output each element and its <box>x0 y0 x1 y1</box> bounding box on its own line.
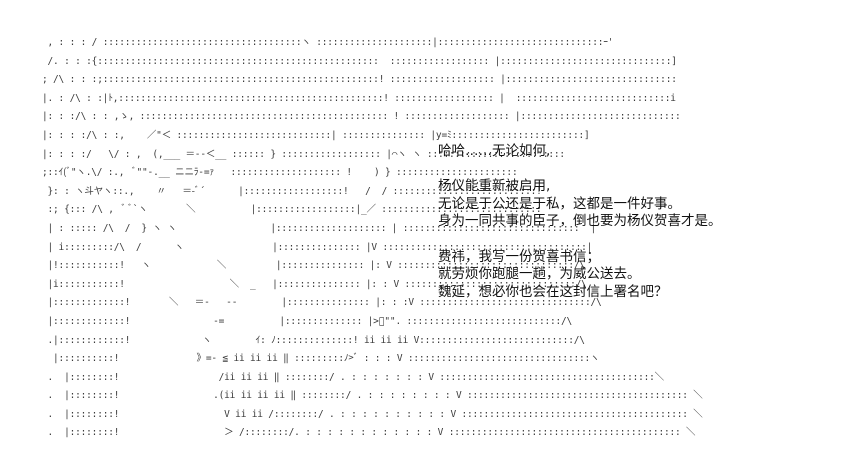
ascii-art-line: |: : : :/ \/ : , (,___ ＝-‐＜__ :::::: } :… <box>42 148 565 160</box>
ascii-art-line: ;::ｲ(ﾞ"ヽ.\/ :., ﾞ""-.__ ニニﾗ-=ｧ :::::::::… <box>42 167 518 179</box>
dialogue-line: 无论是于公还是于私，这都是一件好事。 <box>438 195 681 212</box>
dialogue-line: 费祎，我写一份贺喜书信； <box>438 248 600 265</box>
ascii-art-line: |:::::::::::::! -= |:::::::::::::: |>ﾞ""… <box>42 315 573 327</box>
ascii-art-line: |::::::::::! 》=- ≦ ii ii ii ‖ :::::::::ﾉ… <box>42 353 600 365</box>
ascii-art-line: /. : : :{:::::::::::::::::::::::::::::::… <box>42 55 677 67</box>
ascii-art-line: | i:::::::::/\ / ヽ |::::::::::::::: |V :… <box>42 241 593 253</box>
ascii-art-line: . |::::::::! V ii ii /::::::::/ . : : : … <box>42 408 703 420</box>
ascii-art-line: ; /\ : : :;:::::::::::::::::::::::::::::… <box>42 74 677 86</box>
dialogue-line: 哈哈……无论如何, <box>438 143 551 159</box>
ascii-art-line: | : ::::: /\ / } ヽ ヽ |::::::::::::::::::… <box>42 222 597 234</box>
ascii-art-line: , : : : / ::::::::::::::::::::::::::::::… <box>42 37 614 48</box>
ascii-art-line: |: : : :/\ : :, ／"＜ ::::::::::::::::::::… <box>42 129 590 141</box>
ascii-art-line: .|::::::::::::! ヽ ｲ: ﾉ::::::::::::::! ii… <box>42 334 585 346</box>
ascii-art-line: |: : :/\ : : ,ゝ, :::::::::::::::::::::::… <box>42 111 681 123</box>
ascii-art-figure: , : : : / ::::::::::::::::::::::::::::::… <box>42 34 703 443</box>
dialogue-line: 身为一同共事的臣子，倒也要为杨仪贺喜才是。 <box>438 213 722 230</box>
ascii-art-line: . |::::::::! /ii ii ii ‖ ::::::::/ . : :… <box>42 371 665 383</box>
dialogue-line: 就劳烦你跑腿一趟，为威公送去。 <box>438 266 641 283</box>
dialogue-line: 杨仪能重新被启用, <box>438 178 551 195</box>
ascii-art-line: }: : ヽ斗ヤヽ::., 〃 ＝-ﾞ´ |::::::::::::::::::… <box>42 185 542 197</box>
ascii-art-line: |i:::::::::::! ＼ _ |::::::::::::::: |: :… <box>42 278 587 290</box>
dialogue-line: 魏延，想必你也会在这封信上署名吧？ <box>438 283 668 300</box>
ascii-art-line: . |::::::::! .(ii ii ii ii ‖ ::::::::/ .… <box>42 390 703 402</box>
dialogue-text: 哈哈……无论如何, 杨仪能重新被启用, 无论是于公还是于私，这都是一件好事。 身… <box>438 143 853 301</box>
dialogue-gap <box>438 231 853 249</box>
ascii-art-line: . |::::::::! ＞ /::::::::/. : : : : : : :… <box>42 427 696 439</box>
ascii-art-line: |. : /\ : :|ﾄ,::::::::::::::::::::::::::… <box>42 92 676 104</box>
ascii-art-line: |!:::::::::::! ヽ ＼ |::::::::::::::: |: V… <box>42 260 586 272</box>
dialogue-gap <box>438 161 853 179</box>
ascii-art-line: :; {::: /\ , ﾞ ﾞ`ヽ ＼ |::::::::::::::::::… <box>42 204 542 216</box>
ascii-art-line: |:::::::::::::! ＼ ＝- -‐ |:::::::::::::::… <box>42 297 602 309</box>
